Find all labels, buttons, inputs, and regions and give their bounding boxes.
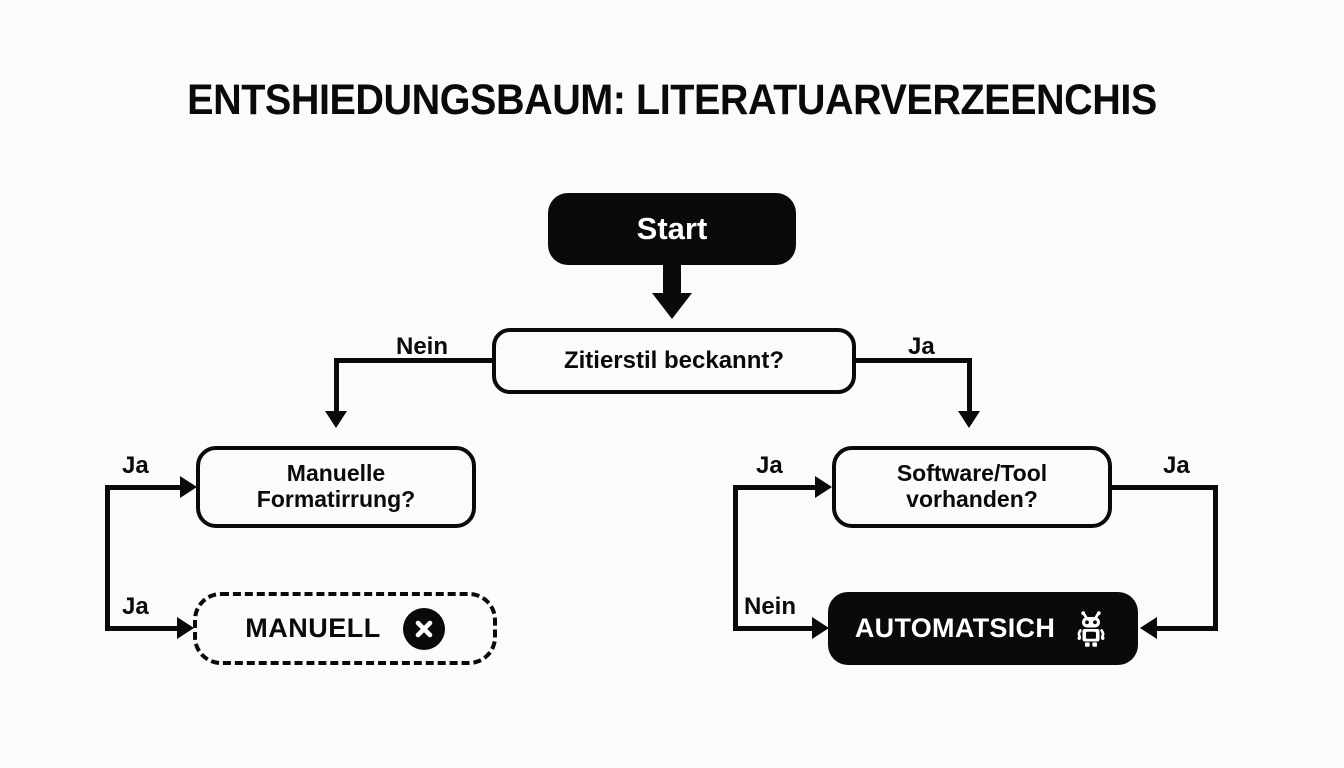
node-manuell-result-label: MANUELL: [245, 613, 381, 644]
edge-right-rail-vertical: [733, 487, 738, 631]
edge-start-to-decision-arrowhead: [652, 293, 692, 319]
edge-label-software-tool-yes-right: Ja: [1163, 452, 1190, 479]
edge-software-tool-yes-arrowhead: [815, 476, 832, 498]
node-software-tool-vorhanden-label: Software/Tool vorhanden?: [896, 460, 1048, 513]
edge-decision-yes-arrowhead: [958, 411, 980, 428]
node-start[interactable]: Start: [548, 193, 796, 265]
edge-decision-no-horizontal: [334, 358, 494, 363]
node-software-tool-vorhanden-line2: vorhanden?: [906, 486, 1038, 512]
page-title: ENTSHIEDUNGSBAUM: LITERATUARVERZEENCHIS: [187, 76, 1157, 124]
node-decision-zitierstil-label: Zitierstil beckannt?: [563, 346, 785, 374]
edge-label-manual-result-yes: Ja: [122, 593, 149, 620]
edge-auto-result-no-horizontal: [733, 626, 815, 631]
edge-label-decision-yes: Ja: [908, 333, 935, 360]
node-manuelle-formatirrung[interactable]: Manuelle Formatirrung?: [196, 446, 476, 528]
node-start-label: Start: [636, 210, 708, 246]
edge-left-rail-vertical: [105, 487, 110, 631]
edge-manual-result-yes-arrowhead: [177, 617, 194, 639]
edge-manual-format-yes-arrowhead: [180, 476, 197, 498]
edge-label-manual-format-yes: Ja: [122, 452, 149, 479]
edge-manual-format-yes-horizontal: [105, 485, 183, 490]
edge-software-tool-yes-right-horizontal: [1110, 485, 1218, 490]
edge-label-software-tool-yes-left: Ja: [756, 452, 783, 479]
edge-auto-result-no-arrowhead: [812, 617, 829, 639]
node-manuelle-formatirrung-label: Manuelle Formatirrung?: [256, 460, 416, 513]
edge-label-decision-no: Nein: [396, 333, 449, 360]
edge-decision-no-arrowhead: [325, 411, 347, 428]
edge-software-tool-yes-right-arrowhead: [1140, 617, 1157, 639]
edge-software-tool-yes-right-return: [1155, 626, 1218, 631]
node-manuell-result[interactable]: MANUELL: [193, 592, 497, 665]
edge-manual-result-yes-horizontal: [105, 626, 180, 631]
edge-software-tool-yes-horizontal: [733, 485, 819, 490]
node-automatsich-result-label: AUTOMATSICH: [854, 613, 1056, 644]
node-automatsich-result[interactable]: AUTOMATSICH: [828, 592, 1138, 665]
edge-software-tool-yes-right-vertical: [1213, 485, 1218, 629]
node-manuelle-formatirrung-line2: Formatirrung?: [256, 486, 416, 512]
edge-label-auto-result-no: Nein: [744, 593, 797, 620]
node-manuelle-formatirrung-line1: Manuelle: [286, 460, 386, 487]
edge-decision-yes-vertical: [967, 358, 972, 424]
robot-icon: [1071, 608, 1111, 650]
node-decision-zitierstil[interactable]: Zitierstil beckannt?: [492, 328, 856, 394]
edge-decision-no-vertical: [334, 358, 339, 424]
circle-x-icon: [402, 607, 445, 650]
node-software-tool-vorhanden[interactable]: Software/Tool vorhanden?: [832, 446, 1112, 528]
edge-decision-yes-horizontal: [854, 358, 972, 363]
edge-start-to-decision-stem: [663, 265, 681, 297]
node-software-tool-vorhanden-line1: Software/Tool: [896, 460, 1048, 487]
